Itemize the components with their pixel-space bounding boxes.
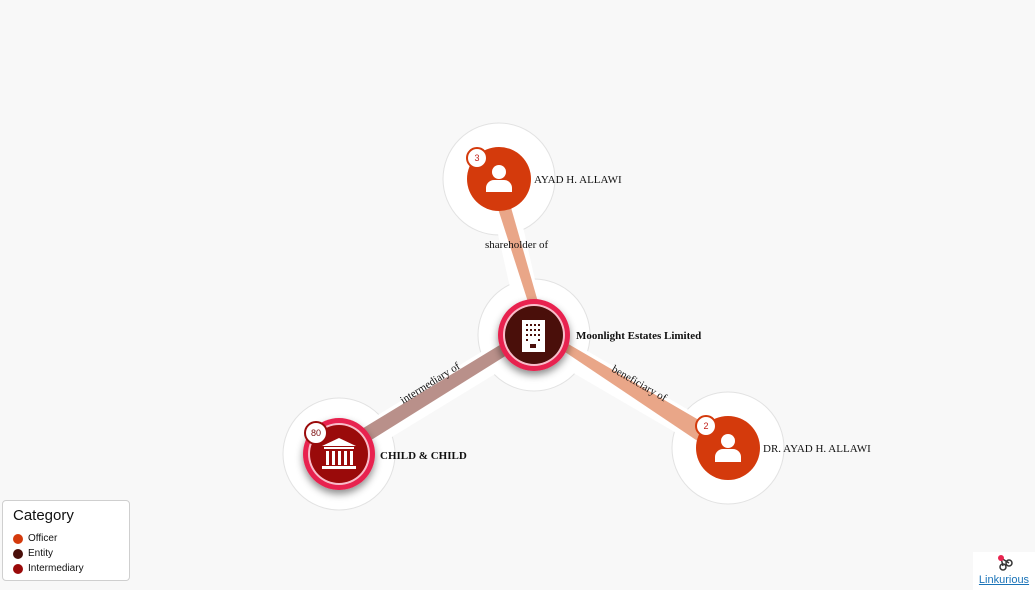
node-label: CHILD & CHILD: [380, 450, 467, 462]
linkurious-link[interactable]: Linkurious: [978, 574, 1030, 586]
edge-label-shareholder: shareholder of: [485, 239, 549, 251]
entity-dot-icon: [13, 548, 23, 559]
person-icon: [715, 434, 741, 462]
category-legend: Category Officer Entity Intermediary: [2, 500, 130, 581]
node-label: Moonlight Estates Limited: [576, 330, 701, 342]
legend-label: Officer: [28, 533, 58, 544]
svg-text:80: 80: [311, 428, 321, 438]
node-moonlight-estates[interactable]: Moonlight Estates Limited: [498, 299, 701, 371]
intermediary-dot-icon: [13, 563, 23, 574]
officer-dot-icon: [13, 533, 23, 544]
count-badge: 2: [695, 415, 717, 437]
node-ayad-allawi[interactable]: 3 AYAD H. ALLAWI: [466, 147, 622, 211]
legend-item-officer: Officer: [13, 533, 57, 544]
edge-intermediary-of[interactable]: [360, 340, 515, 442]
node-label: AYAD H. ALLAWI: [534, 174, 622, 186]
node-label: DR. AYAD H. ALLAWI: [763, 443, 871, 455]
edge-beneficiary-of[interactable]: [558, 338, 716, 448]
legend-title: Category: [13, 507, 74, 524]
node-child-and-child[interactable]: 80 CHILD & CHILD: [303, 418, 467, 490]
building-icon: [522, 320, 545, 352]
count-badge: 3: [466, 147, 488, 169]
svg-text:3: 3: [474, 153, 479, 163]
legend-item-intermediary: Intermediary: [13, 563, 84, 574]
legend-label: Intermediary: [28, 563, 84, 574]
node-dr-ayad-allawi[interactable]: 2 DR. AYAD H. ALLAWI: [695, 415, 871, 480]
person-icon: [486, 165, 512, 192]
count-badge: 80: [304, 421, 328, 445]
legend-item-entity: Entity: [13, 548, 53, 559]
edge-shareholder-of[interactable]: [492, 190, 538, 302]
linkurious-logo-icon: [998, 555, 1013, 571]
svg-text:2: 2: [703, 421, 708, 431]
legend-label: Entity: [28, 548, 54, 559]
linkurious-branding: Linkurious: [973, 552, 1035, 590]
bank-icon: [322, 438, 356, 469]
